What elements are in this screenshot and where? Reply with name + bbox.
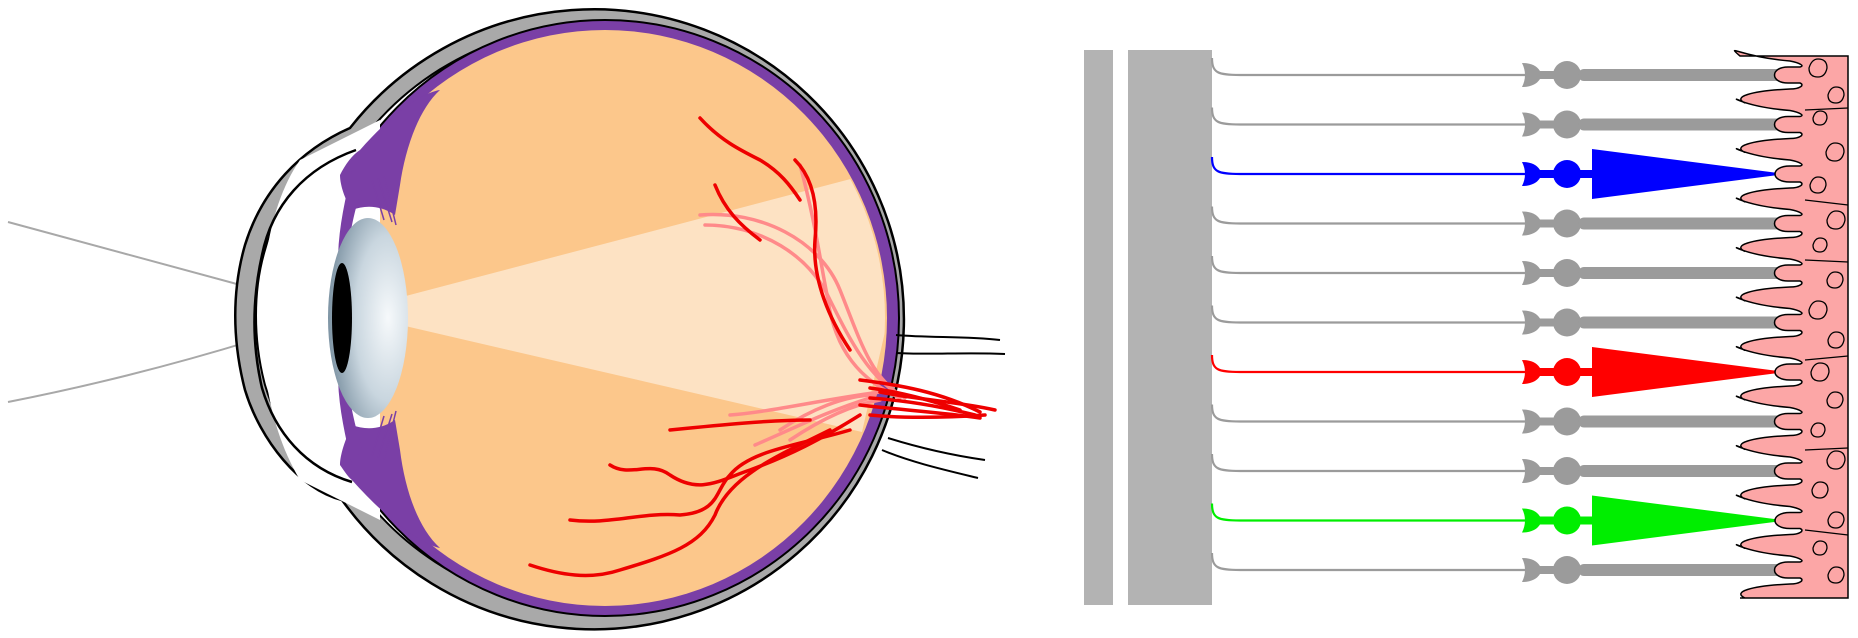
rod-outer-segment <box>1578 119 1783 131</box>
rod-outer-segment <box>1578 564 1783 576</box>
axon <box>1212 355 1525 372</box>
eyeball-cross-section <box>8 9 1005 629</box>
rod-outer-segment <box>1578 69 1783 81</box>
cone-cell <box>1212 149 1786 199</box>
cell-nucleus <box>1553 111 1581 139</box>
rod-outer-segment <box>1578 218 1783 230</box>
synaptic-terminal <box>1522 113 1548 137</box>
axon <box>1212 454 1525 471</box>
axon <box>1212 207 1525 224</box>
synaptic-terminal <box>1522 311 1548 335</box>
rod-cell <box>1212 256 1783 287</box>
cell-nucleus <box>1553 309 1581 337</box>
cell-nucleus <box>1553 408 1581 436</box>
rod-outer-segment <box>1578 465 1783 477</box>
axon <box>1212 157 1525 174</box>
cell-nucleus <box>1553 61 1581 89</box>
synaptic-terminal <box>1522 212 1548 236</box>
rod-cell <box>1212 553 1783 584</box>
inner-limiting-layer <box>1084 50 1113 605</box>
axon <box>1212 504 1525 521</box>
synaptic-terminal <box>1522 261 1548 285</box>
rod-cell <box>1212 405 1783 436</box>
rod-outer-segment <box>1578 416 1783 428</box>
cell-nucleus <box>1553 259 1581 287</box>
rod-outer-segment <box>1578 267 1783 279</box>
cone-cell <box>1212 496 1786 546</box>
synaptic-terminal <box>1522 509 1548 533</box>
rod-cell <box>1212 306 1783 337</box>
cell-nucleus <box>1553 358 1581 386</box>
synaptic-terminal <box>1522 63 1548 87</box>
axon <box>1212 256 1525 273</box>
synaptic-terminal <box>1522 162 1548 186</box>
cell-nucleus <box>1553 457 1581 485</box>
cone-cell <box>1212 347 1786 397</box>
rod-cell <box>1212 58 1783 89</box>
axon <box>1212 306 1525 323</box>
rod-cell <box>1212 454 1783 485</box>
cell-nucleus <box>1553 507 1581 535</box>
cell-nucleus <box>1553 160 1581 188</box>
rod-outer-segment <box>1578 317 1783 329</box>
axon <box>1212 553 1525 570</box>
retina-layers <box>1084 50 1848 605</box>
axon <box>1212 108 1525 125</box>
synaptic-terminal <box>1522 459 1548 483</box>
synaptic-terminal <box>1522 410 1548 434</box>
ganglion-cell-layer <box>1128 50 1212 605</box>
rod-cell <box>1212 108 1783 139</box>
axon <box>1212 405 1525 422</box>
synaptic-terminal <box>1522 558 1548 582</box>
rod-cell <box>1212 207 1783 238</box>
synaptic-terminal <box>1522 360 1548 384</box>
cell-nucleus <box>1553 210 1581 238</box>
axon <box>1212 58 1525 75</box>
pupil <box>332 263 352 373</box>
cell-nucleus <box>1553 556 1581 584</box>
